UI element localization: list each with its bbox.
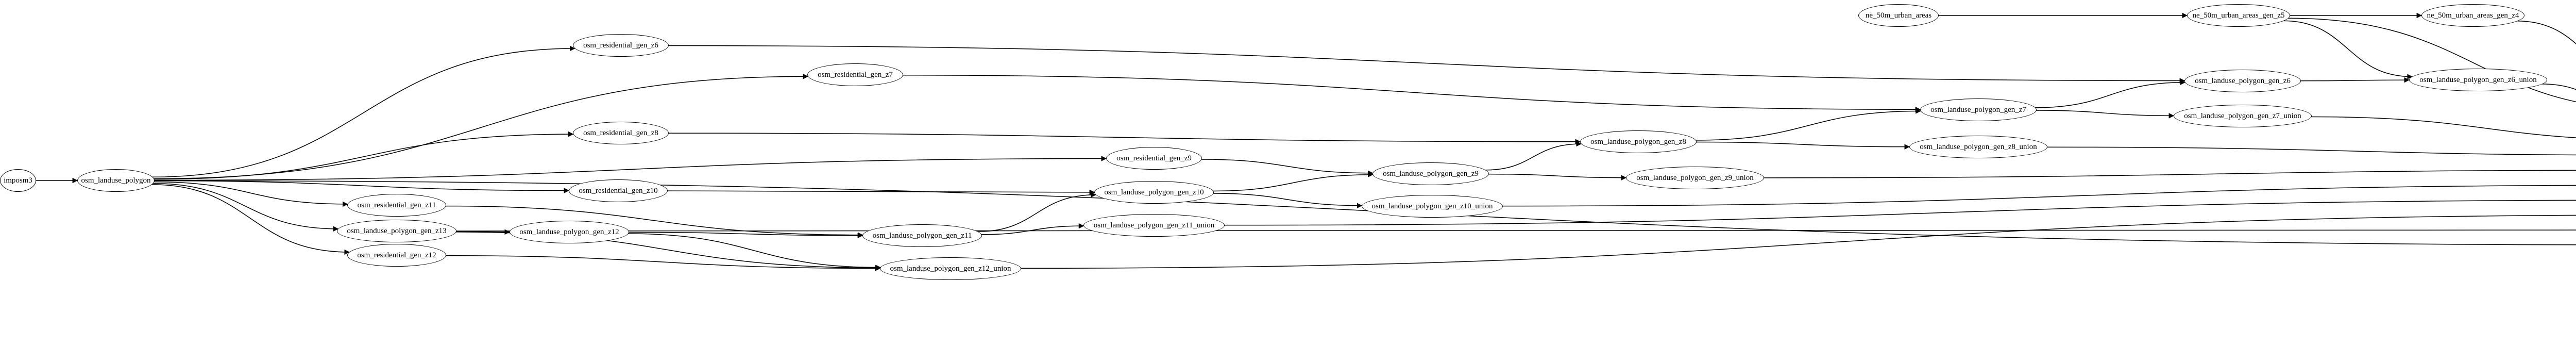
graph-node-osm-landuse-polygon-gen-z12[interactable]: osm_landuse_polygon_gen_z12 bbox=[510, 221, 629, 243]
graph-edge-osm-landuse-polygon-gen-z7--to--osm-landuse-polygon-gen-z6 bbox=[2035, 79, 2185, 108]
graph-edge-osm-residential-gen-z11--to--osm-landuse-polygon-gen-z11 bbox=[445, 205, 863, 238]
graph-edge-osm-landuse-polygon-gen-z9--to--osm-landuse-polygon-gen-z9-union bbox=[1488, 173, 1627, 180]
graph-node-osm-landuse-polygon-gen-z8-union[interactable]: osm_landuse_polygon_gen_z8_union bbox=[1909, 136, 2047, 158]
graph-node-osm-landuse-polygon-gen-z6[interactable]: osm_landuse_polygon_gen_z6 bbox=[2184, 70, 2301, 92]
graph-edge-osm-landuse-polygon--to--osm-residential-gen-z10 bbox=[154, 180, 570, 193]
graph-edge-osm-landuse-polygon-gen-z8-union--to--layer-landuse-z8 bbox=[2046, 146, 2576, 156]
graph-node-osm-landuse-polygon-gen-z7[interactable]: osm_landuse_polygon_gen_z7 bbox=[1920, 98, 2037, 121]
graph-edge-osm-landuse-polygon-gen-z12--to--osm-landuse-polygon-gen-z12-union bbox=[628, 233, 881, 270]
graph-edge-osm-landuse-polygon-gen-z8--to--osm-landuse-polygon-gen-z8-union bbox=[1696, 141, 1910, 150]
graph-edge-osm-residential-gen-z7--to--osm-landuse-polygon-gen-z7 bbox=[903, 75, 1921, 112]
graph-node-osm-landuse-polygon-gen-z9[interactable]: osm_landuse_polygon_gen_z9 bbox=[1372, 162, 1489, 185]
graph-edge-osm-landuse-polygon-gen-z8--to--osm-landuse-polygon-gen-z7 bbox=[1695, 108, 1921, 141]
graph-edge-osm-landuse-polygon--to--osm-residential-gen-z12 bbox=[151, 184, 350, 255]
graph-node-osm-landuse-polygon-gen-z10[interactable]: osm_landuse_polygon_gen_z10 bbox=[1094, 181, 1214, 204]
graph-edge-osm-landuse-polygon-gen-z9-union--to--layer-landuse-z9 bbox=[1763, 170, 2576, 178]
graph-edge-osm-landuse-polygon-gen-z11-union--to--layer-landuse-z11 bbox=[1224, 200, 2576, 226]
graph-node-osm-landuse-polygon-gen-z11[interactable]: osm_landuse_polygon_gen_z11 bbox=[862, 224, 982, 247]
graph-node-ne-50m-urban-areas-gen-z5[interactable]: ne_50m_urban_areas_gen_z5 bbox=[2187, 4, 2290, 27]
graph-node-osm-landuse-polygon-gen-z13[interactable]: osm_landuse_polygon_gen_z13 bbox=[337, 220, 456, 242]
graph-edge-osm-landuse-polygon-gen-z9--to--osm-landuse-polygon-gen-z8 bbox=[1485, 141, 1582, 171]
graph-node-osm-landuse-polygon-gen-z10-union[interactable]: osm_landuse_polygon_gen_z10_union bbox=[1362, 195, 1503, 218]
graph-edge-osm-residential-gen-z12--to--osm-landuse-polygon-gen-z12-union bbox=[445, 255, 881, 271]
graph-node-osm-residential-gen-z10[interactable]: osm_residential_gen_z10 bbox=[569, 179, 668, 202]
graph-node-imposm3[interactable]: imposm3 bbox=[0, 169, 36, 192]
graph-edge-ne-50m-urban-areas-gen-z5--to--osm-landuse-polygon-gen-z6-union bbox=[2283, 20, 2413, 79]
graph-node-osm-landuse-polygon-gen-z9-union[interactable]: osm_landuse_polygon_gen_z9_union bbox=[1626, 167, 1764, 189]
graph-node-osm-residential-gen-z12[interactable]: osm_residential_gen_z12 bbox=[347, 244, 446, 267]
graph-edge-osm-residential-gen-z10--to--osm-landuse-polygon-gen-z10 bbox=[667, 189, 1095, 195]
graph-node-ne-50m-urban-areas-gen-z4[interactable]: ne_50m_urban_areas_gen_z4 bbox=[2421, 4, 2524, 27]
graph-edge-osm-residential-gen-z9--to--osm-landuse-polygon-gen-z9 bbox=[1201, 159, 1374, 176]
graph-edge-osm-landuse-polygon-gen-z12-union--to--layer-landuse-z12 bbox=[1020, 215, 2576, 269]
graph-node-osm-residential-gen-z8[interactable]: osm_residential_gen_z8 bbox=[573, 122, 669, 144]
graph-edge-osm-landuse-polygon-gen-z10--to--osm-landuse-polygon-gen-z9 bbox=[1213, 172, 1374, 192]
graph-edge-osm-landuse-polygon--to--osm-residential-gen-z6 bbox=[152, 45, 575, 178]
graph-node-osm-landuse-polygon-gen-z11-union[interactable]: osm_landuse_polygon_gen_z11_union bbox=[1083, 214, 1225, 237]
graph-edge-osm-landuse-polygon--to--osm-residential-gen-z9 bbox=[154, 156, 1107, 181]
graph-edge-osm-landuse-polygon--to--osm-residential-gen-z11 bbox=[154, 182, 348, 207]
graph-edge-osm-landuse-polygon--to--osm-residential-gen-z7 bbox=[154, 73, 809, 179]
graph-edge-ne-50m-urban-areas-gen-z4--to--layer-landuse-z4 bbox=[2517, 21, 2576, 44]
graph-node-osm-landuse-polygon-gen-z8[interactable]: osm_landuse_polygon_gen_z8 bbox=[1580, 130, 1697, 153]
graph-edge-ne-50m-urban-areas-gen-z5--to--layer-landuse-z5 bbox=[2287, 18, 2576, 103]
graph-node-osm-residential-gen-z6[interactable]: osm_residential_gen_z6 bbox=[573, 34, 669, 57]
graph-edge-osm-landuse-polygon-gen-z7-union--to--layer-landuse-z7 bbox=[2311, 116, 2576, 138]
graph-edge-osm-landuse-polygon-gen-z10-union--to--layer-landuse-z10 bbox=[1502, 185, 2576, 207]
graph-node-osm-residential-gen-z9[interactable]: osm_residential_gen_z9 bbox=[1106, 147, 1202, 170]
graph-node-osm-landuse-polygon-gen-z12-union[interactable]: osm_landuse_polygon_gen_z12_union bbox=[880, 257, 1021, 280]
graph-edge-osm-landuse-polygon-gen-z11--to--osm-landuse-polygon-gen-z11-union bbox=[981, 223, 1084, 235]
graph-node-osm-residential-gen-z7[interactable]: osm_residential_gen_z7 bbox=[807, 63, 903, 86]
graph-edge-osm-landuse-polygon-gen-z12--to--osm-landuse-polygon-gen-z11 bbox=[628, 232, 863, 238]
graph-node-osm-landuse-polygon-gen-z7-union[interactable]: osm_landuse_polygon_gen_z7_union bbox=[2174, 105, 2312, 127]
graph-node-osm-landuse-polygon[interactable]: osm_landuse_polygon bbox=[77, 169, 155, 192]
graph-edge-osm-landuse-polygon-gen-z6--to--osm-landuse-polygon-gen-z6-union bbox=[2300, 77, 2410, 83]
graph-edge-osm-landuse-polygon--to--osm-landuse-polygon-gen-z13 bbox=[152, 183, 339, 232]
graph-edge-osm-landuse-polygon-gen-z6-union--to--layer-landuse-z6 bbox=[2541, 84, 2576, 90]
graph-edge-osm-residential-gen-z6--to--osm-landuse-polygon-gen-z6 bbox=[668, 45, 2185, 84]
graph-edge-osm-landuse-polygon-gen-z7--to--osm-landuse-polygon-gen-z7-union bbox=[2036, 110, 2175, 119]
graph-node-ne-50m-urban-areas[interactable]: ne_50m_urban_areas bbox=[1858, 4, 1939, 27]
graph-node-osm-residential-gen-z11[interactable]: osm_residential_gen_z11 bbox=[347, 194, 446, 217]
graph-edge-osm-landuse-polygon-gen-z13--to--layer-landuse-z13 bbox=[455, 229, 2576, 232]
graph-edge-osm-residential-gen-z8--to--osm-landuse-polygon-gen-z8 bbox=[668, 133, 1581, 145]
graph-edge-osm-landuse-polygon-gen-z11--to--osm-landuse-polygon-gen-z10 bbox=[977, 192, 1096, 232]
graph-node-osm-landuse-polygon-gen-z6-union[interactable]: osm_landuse_polygon_gen_z6_union bbox=[2409, 69, 2547, 91]
graph-edge-osm-landuse-polygon-gen-z10--to--osm-landuse-polygon-gen-z10-union bbox=[1213, 193, 1363, 208]
